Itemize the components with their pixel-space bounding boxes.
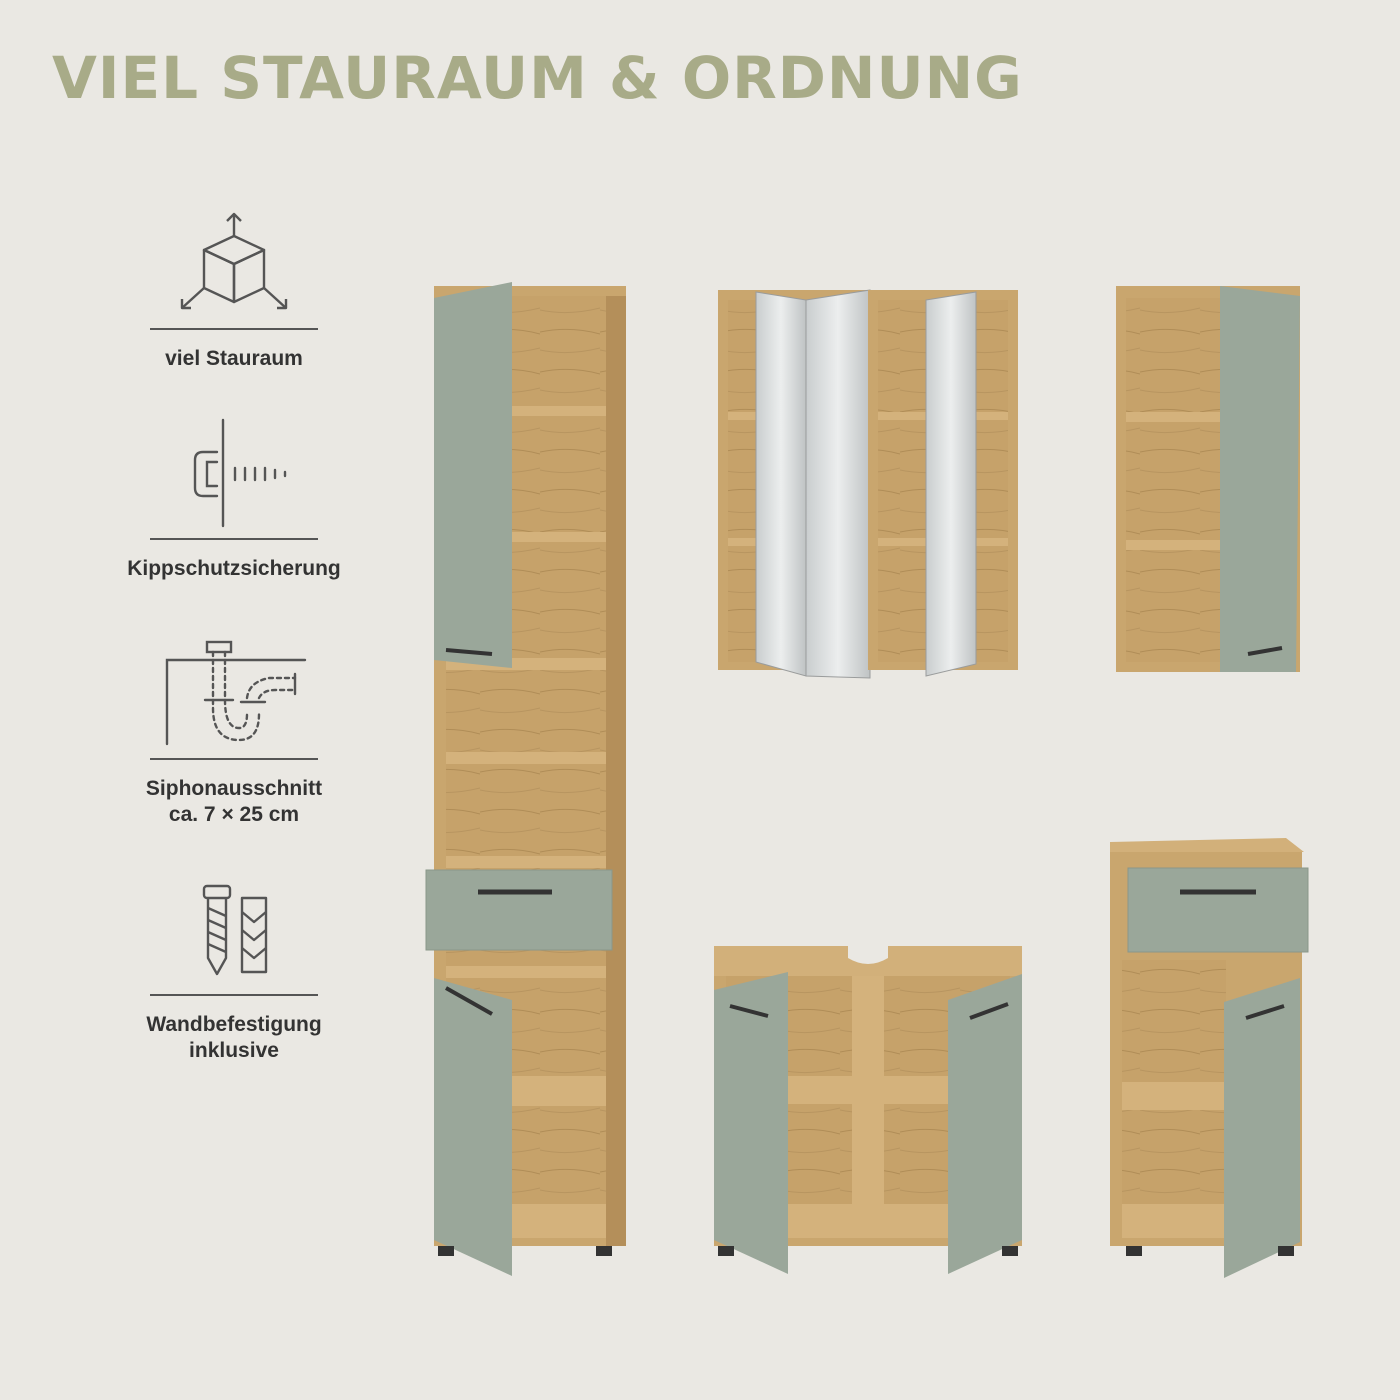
tall-cabinet bbox=[425, 282, 626, 1276]
divider bbox=[150, 758, 318, 760]
divider bbox=[150, 994, 318, 996]
page-title: VIEL STAURAUM & ORDNUNG bbox=[52, 44, 1023, 112]
feature-siphon: Siphonausschnitt ca. 7 × 25 cm bbox=[100, 638, 368, 828]
storage-cube-icon bbox=[180, 212, 288, 310]
feature-label: Wandbefestigung inklusive bbox=[146, 1013, 322, 1062]
anti-tip-screw-icon bbox=[193, 418, 287, 528]
feature-storage: viel Stauraum bbox=[100, 210, 368, 372]
mirror-cabinet bbox=[718, 289, 1018, 679]
feature-label: viel Stauraum bbox=[165, 347, 303, 370]
divider bbox=[150, 538, 318, 540]
feature-label: Kippschutzsicherung bbox=[127, 557, 341, 580]
sink-cabinet bbox=[714, 946, 1022, 1274]
small-drawer-cabinet bbox=[1110, 838, 1309, 1278]
siphon-pipe-icon bbox=[165, 640, 307, 746]
feature-wall-mount: Wandbefestigung inklusive bbox=[100, 880, 368, 1064]
divider bbox=[150, 328, 318, 330]
feature-label: Siphonausschnitt ca. 7 × 25 cm bbox=[145, 777, 323, 826]
wall-mount-screw-dowel-icon bbox=[202, 884, 268, 976]
feature-anti-tip: Kippschutzsicherung bbox=[100, 418, 368, 582]
wall-cabinet bbox=[1116, 286, 1300, 672]
